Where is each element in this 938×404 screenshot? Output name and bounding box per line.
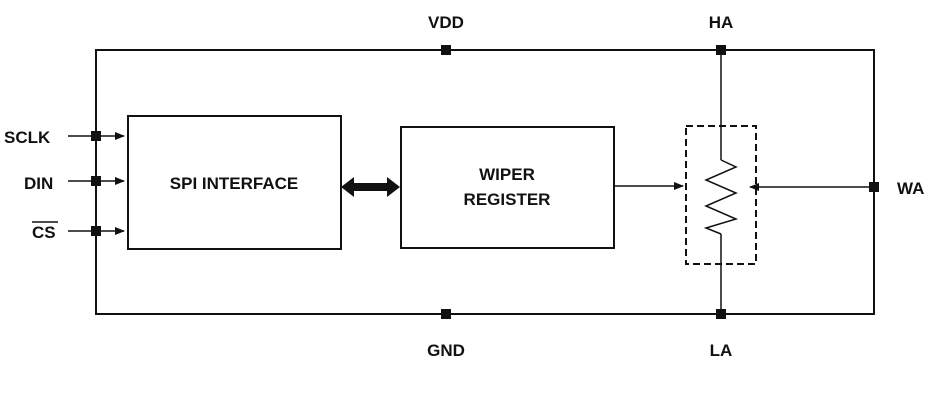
- spi-interface-label: SPI INTERFACE: [170, 174, 298, 193]
- sclk-pin-marker: [91, 131, 101, 141]
- ha-label: HA: [709, 13, 734, 32]
- cs-label: CS: [32, 223, 56, 242]
- wiper-register-label-line1: WIPER: [479, 165, 535, 184]
- sclk-label: SCLK: [4, 128, 51, 147]
- din-label: DIN: [24, 174, 53, 193]
- ha-pin-marker: [716, 45, 726, 55]
- la-pin-marker: [716, 309, 726, 319]
- wa-label: WA: [897, 179, 924, 198]
- bidirectional-bus-arrow: [341, 177, 400, 197]
- spi-interface-block: [127, 115, 342, 250]
- vdd-pin-marker: [441, 45, 451, 55]
- la-label: LA: [710, 341, 733, 360]
- din-pin-marker: [91, 176, 101, 186]
- gnd-label: GND: [427, 341, 465, 360]
- resistor-zigzag-icon: [703, 159, 739, 235]
- wa-pin-marker: [869, 182, 879, 192]
- wiper-register-label-line2: REGISTER: [464, 190, 551, 209]
- wiper-register-block: [400, 126, 615, 249]
- gnd-pin-marker: [441, 309, 451, 319]
- cs-pin-marker: [91, 226, 101, 236]
- vdd-label: VDD: [428, 13, 464, 32]
